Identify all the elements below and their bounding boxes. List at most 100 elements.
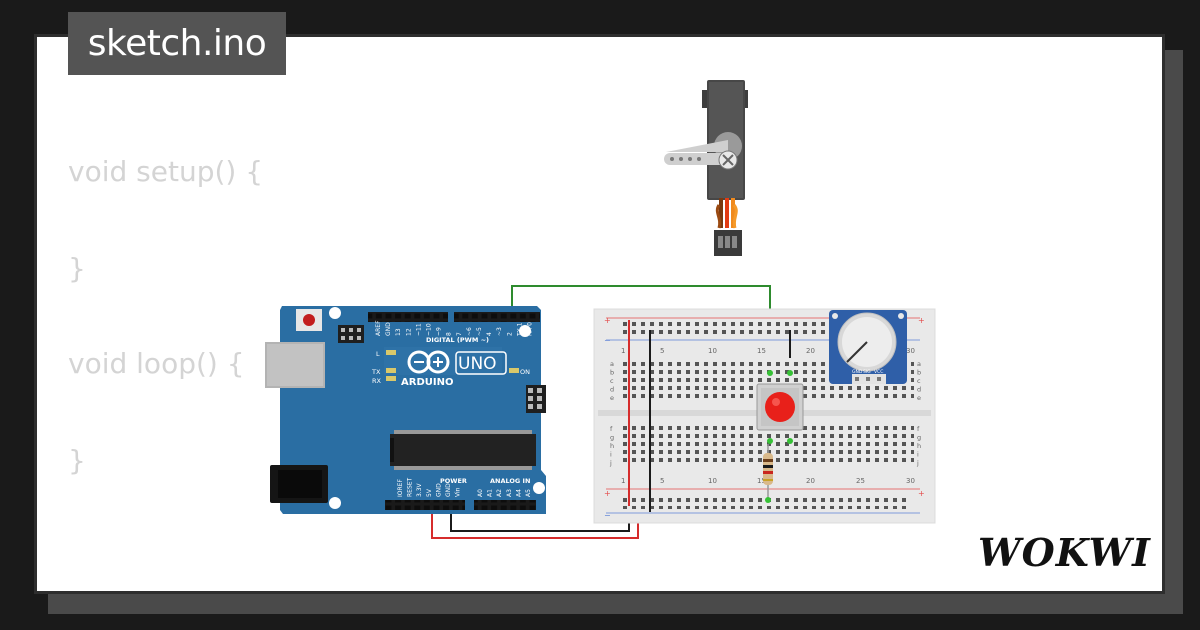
analog-header-label: ANALOG IN	[490, 477, 530, 485]
top-pin-label: AREF	[375, 320, 382, 336]
bottom-pin-label: RESET	[407, 477, 414, 497]
svg-text:−: −	[604, 511, 611, 520]
column-number: 30	[906, 347, 915, 355]
bottom-pin-label: A4	[515, 489, 522, 497]
pot-pin-label: VCC	[874, 369, 883, 375]
column-number: 1	[621, 347, 625, 355]
column-number: 5	[660, 477, 664, 485]
knob-indicator	[846, 341, 868, 363]
chip-pins	[394, 430, 532, 470]
pot-pin-label: SIG	[863, 369, 871, 375]
column-number: 10	[708, 347, 717, 355]
top-pin-label: GND	[385, 322, 392, 336]
row-letter: e	[610, 394, 614, 402]
row-letter: f	[610, 425, 613, 433]
row-letter: a	[917, 360, 921, 368]
file-name-tab[interactable]: sketch.ino	[68, 12, 286, 75]
svg-text:+: +	[604, 489, 611, 498]
arduino-uno-board[interactable]	[265, 306, 546, 514]
board-brand-label: ARDUINO	[401, 377, 453, 388]
column-number: 15	[757, 477, 766, 485]
l-led-label: L	[376, 350, 380, 358]
row-letter: d	[917, 386, 921, 394]
on-led-label: ON	[520, 368, 530, 376]
bottom-pin-label: A5	[525, 489, 532, 497]
row-letter: h	[610, 442, 614, 450]
code-line-loop: void loop() {	[68, 347, 245, 380]
column-number: 30	[906, 477, 915, 485]
status-leds	[386, 350, 519, 381]
row-letter: a	[610, 360, 614, 368]
bottom-pin-label: GND	[445, 483, 452, 497]
column-number: 10	[708, 477, 717, 485]
row-letter: g	[917, 434, 921, 442]
top-pin-label: 8	[446, 332, 453, 336]
top-pin-label: 7	[456, 332, 463, 336]
row-letter: h	[917, 442, 921, 450]
bottom-pin-label: A0	[477, 489, 484, 497]
top-pin-label: 4	[486, 332, 493, 336]
bottom-pin-label: A3	[506, 489, 513, 497]
pot-pin-label: GND	[852, 369, 863, 375]
svg-text:+: +	[918, 489, 925, 498]
top-pin-label: RX 0	[527, 322, 534, 336]
row-letter: e	[917, 394, 921, 402]
row-letter: c	[610, 377, 614, 385]
top-pin-label: TX 1	[516, 322, 523, 337]
top-pin-label: ~5	[476, 327, 483, 336]
column-number: 25	[856, 477, 865, 485]
svg-text:−: −	[604, 336, 611, 345]
power-header-label: POWER	[440, 477, 467, 485]
top-pin-label: ~10	[426, 323, 433, 336]
potentiometer[interactable]	[829, 310, 907, 384]
board-model-frame	[455, 351, 507, 375]
row-letter: j	[609, 459, 612, 467]
bottom-pin-label: IOREF	[397, 479, 404, 497]
row-letter: i	[610, 451, 612, 459]
wokwi-logo: WOKWI	[978, 530, 1151, 575]
code-line-loop-close: }	[68, 444, 86, 477]
code-line-setup-close: }	[68, 252, 86, 285]
svg-text:+: +	[604, 316, 611, 325]
top-pin-label: ~9	[436, 327, 443, 336]
column-number: 20	[806, 347, 815, 355]
digital-header-label: DIGITAL (PWM ~)	[426, 336, 489, 344]
bottom-pin-label: 3.3V	[416, 482, 423, 497]
top-pin-label: ~11	[415, 323, 422, 336]
column-number: 5	[660, 347, 664, 355]
row-letter: c	[917, 377, 921, 385]
top-pin-label: 12	[405, 328, 412, 336]
column-number: 20	[806, 477, 815, 485]
bottom-pin-label: Vin	[455, 487, 462, 497]
push-button[interactable]	[756, 370, 804, 444]
svg-text:WOKWI: WOKWI	[978, 530, 1151, 575]
bottom-pin-label: A1	[487, 489, 494, 497]
row-letter: b	[917, 369, 921, 377]
top-pin-label: ~3	[496, 327, 503, 336]
servo-motor[interactable]	[664, 80, 748, 256]
svg-text:+: +	[918, 316, 925, 325]
top-pin-label: 13	[395, 328, 402, 336]
top-pin-label: ~6	[466, 327, 473, 336]
rx-led-label: RX	[372, 377, 382, 385]
bottom-pin-label: A2	[496, 489, 503, 497]
resistor[interactable]	[763, 444, 773, 503]
arduino-logo-icon	[407, 350, 450, 374]
row-letter: b	[610, 369, 614, 377]
code-line-setup: void setup() {	[68, 155, 264, 188]
column-number: 1	[621, 477, 625, 485]
board-model-label: UNO	[458, 354, 497, 374]
column-number: 15	[757, 347, 766, 355]
row-letter: i	[917, 451, 919, 459]
top-pin-label: 2	[506, 332, 513, 336]
tx-led-label: TX	[371, 368, 381, 376]
bottom-pin-label: GND	[435, 483, 442, 497]
bottom-pin-label: 5V	[426, 488, 433, 497]
row-letter: j	[916, 459, 919, 467]
row-letter: f	[917, 425, 920, 433]
